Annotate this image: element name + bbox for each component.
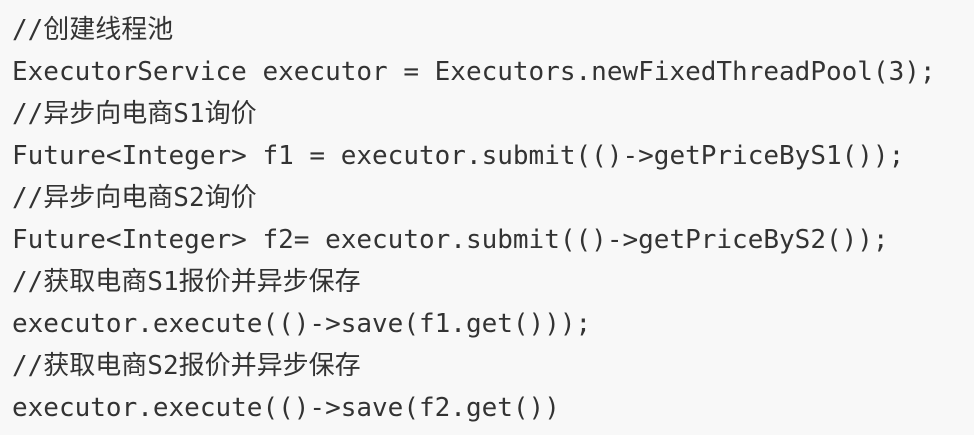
code-line: executor.execute(()->save(f2.get()) bbox=[12, 393, 560, 423]
comment-line: //获取电商S1报价并异步保存 bbox=[12, 267, 361, 297]
comment-line: //获取电商S2报价并异步保存 bbox=[12, 351, 361, 381]
comment-line: //异步向电商S2询价 bbox=[12, 183, 257, 213]
code-line: ExecutorService executor = Executors.new… bbox=[12, 57, 936, 87]
comment-line: //异步向电商S1询价 bbox=[12, 99, 257, 129]
code-line: executor.execute(()->save(f1.get())); bbox=[12, 309, 592, 339]
code-line: Future<Integer> f2= executor.submit(()->… bbox=[12, 225, 889, 255]
comment-line: //创建线程池 bbox=[12, 15, 174, 45]
code-line: Future<Integer> f1 = executor.submit(()-… bbox=[12, 141, 905, 171]
